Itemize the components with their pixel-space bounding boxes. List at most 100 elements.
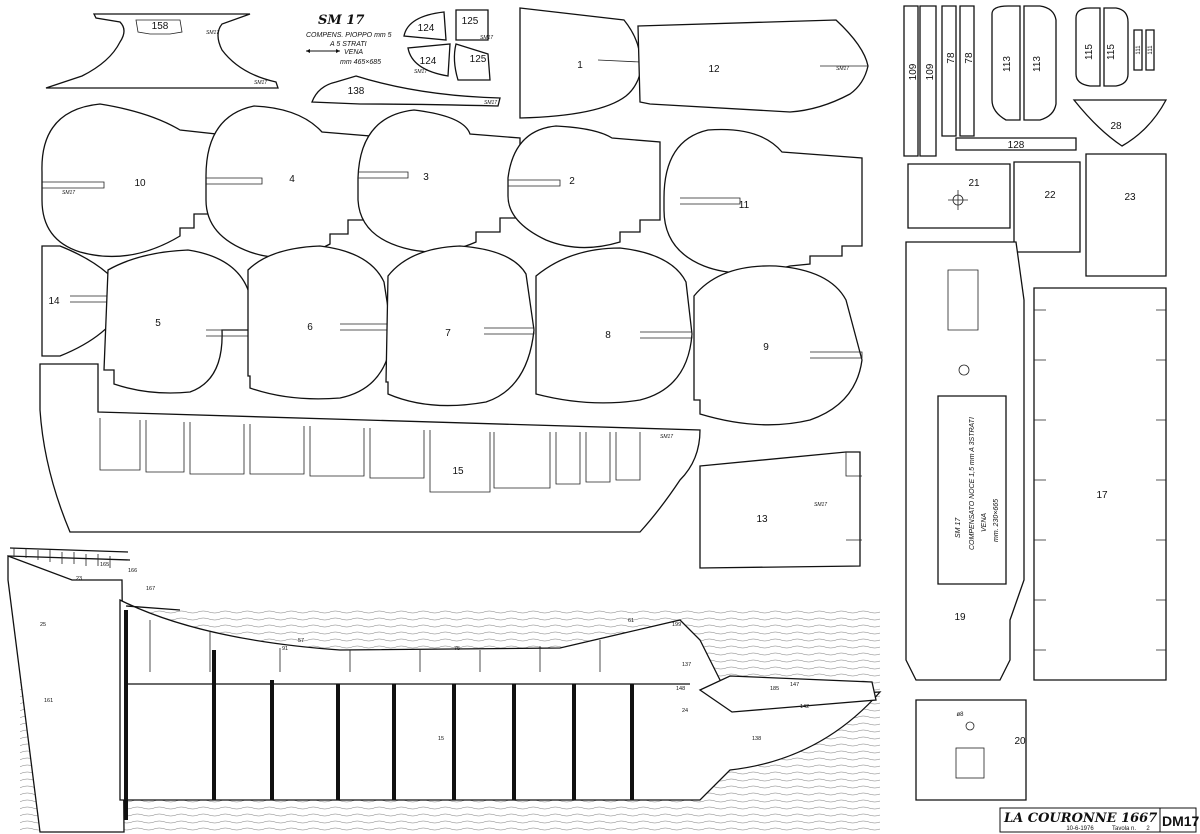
part-label-21: 21 — [968, 178, 980, 189]
part-label-1: 1 — [577, 60, 583, 71]
part-label-15: 15 — [452, 466, 464, 477]
title-table-label: Tavola n. — [1112, 826, 1136, 832]
part-138: 138 SM17 — [311, 75, 501, 107]
part-12: 12 SM17 — [637, 19, 869, 113]
stamp-15: SM17 — [660, 434, 673, 440]
part-28: 28 — [1072, 99, 1168, 147]
part-label-138: 138 — [348, 86, 365, 97]
label-138: 138 — [752, 736, 761, 742]
part-label-22: 22 — [1044, 190, 1056, 201]
header-code: SM 17 — [318, 13, 364, 28]
part-128: 128 — [955, 137, 1077, 151]
part-label-124b: 124 — [420, 56, 437, 67]
stamp-10: SM17 — [62, 190, 75, 196]
parts-111: 111 111 — [1133, 29, 1155, 71]
ship-section: 165 166 167 23 25 57 91 75 199 61 137 14… — [7, 547, 882, 834]
part-22: 22 — [1013, 161, 1081, 253]
part-label-14: 14 — [48, 296, 60, 307]
part-label-125b: 125 — [470, 54, 487, 65]
label-91: 91 — [282, 646, 288, 652]
part-2: 2 — [507, 125, 661, 249]
part-label-13: 13 — [756, 514, 768, 525]
part-1: 1 — [519, 7, 657, 119]
part-10: 10 SM17 — [41, 103, 217, 258]
label-57: 57 — [298, 638, 304, 644]
label-142: 142 — [800, 704, 809, 710]
part-label-113b: 113 — [1032, 56, 1043, 72]
part-label-111a: 111 — [1136, 45, 1142, 55]
parts-113: 113 113 — [991, 5, 1057, 121]
part-label-9: 9 — [763, 342, 769, 353]
header-size: mm 465×685 — [340, 59, 381, 66]
plywood-note: SM 17 COMPENSATO NOCE 1,5 mm A 3STRATI V… — [955, 417, 1000, 550]
part-8: 8 — [535, 247, 693, 404]
label-199: 199 — [672, 622, 681, 628]
stamp-158: SM17 — [206, 30, 219, 36]
part-label-109b: 109 — [925, 63, 936, 80]
header-material-2: A 5 STRATI — [329, 41, 367, 48]
part-label-158: 158 — [152, 21, 169, 32]
part-label-115a: 115 — [1084, 44, 1095, 60]
part-label-12: 12 — [708, 64, 720, 75]
label-167: 167 — [146, 586, 155, 592]
stamp-12: SM17 — [836, 66, 849, 72]
label-75: 75 — [454, 646, 460, 652]
parts-109-78: 109 109 78 78 — [903, 5, 975, 157]
part-3: 3 — [357, 109, 521, 253]
part-label-6: 6 — [307, 322, 313, 333]
part-label-10: 10 — [134, 178, 146, 189]
part-label-4: 4 — [289, 174, 295, 185]
part-label-8: 8 — [605, 330, 611, 341]
part-21: 21 — [907, 163, 1011, 229]
part-17: 17 — [1033, 287, 1167, 681]
plywood-code: SM 17 — [955, 517, 962, 538]
part-label-11: 11 — [739, 200, 750, 211]
stamp-158b: SM17 — [254, 80, 267, 86]
label-166: 166 — [128, 568, 137, 574]
header-grain: VENA — [344, 49, 363, 56]
part-11: 11 — [663, 128, 863, 274]
plywood-grain: VENA — [981, 513, 988, 532]
title-date: 10-6-1976 — [1066, 826, 1094, 832]
part-label-78a: 78 — [946, 52, 957, 64]
part-label-20: 20 — [1014, 736, 1026, 747]
part-label-28: 28 — [1110, 121, 1122, 132]
plywood-size: mm. 230×665 — [993, 499, 1000, 542]
label-185: 185 — [770, 686, 779, 692]
part-label-115b: 115 — [1106, 44, 1117, 60]
parts-115: 115 115 — [1075, 7, 1129, 87]
part-23: 23 — [1085, 153, 1167, 277]
part-124-125: 124 125 124 125 SM17 SM17 — [403, 9, 493, 81]
part-label-19: 19 — [954, 612, 966, 623]
part-19: 19 — [905, 241, 1025, 681]
label-147: 147 — [790, 682, 799, 688]
part-15: 15 SM17 — [39, 363, 701, 533]
part-label-111b: 111 — [1148, 45, 1154, 55]
plywood-line1: COMPENSATO NOCE 1,5 mm A 3STRATI — [969, 417, 976, 550]
part-20-hole: ø8 — [956, 712, 964, 718]
part-158: 158 SM17 SM17 — [45, 13, 279, 89]
label-161: 161 — [44, 698, 53, 704]
part-label-7: 7 — [445, 328, 451, 339]
part-6: 6 — [247, 245, 393, 400]
label-25: 25 — [40, 622, 46, 628]
label-137: 137 — [682, 662, 691, 668]
part-label-109a: 109 — [908, 63, 919, 80]
part-label-125a: 125 — [462, 16, 479, 27]
part-label-78b: 78 — [964, 52, 975, 64]
part-label-23: 23 — [1124, 192, 1136, 203]
part-5: 5 — [103, 249, 255, 394]
header-material-1: COMPENS. PIOPPO mm 5 — [306, 32, 392, 39]
title-text: LA COURONNE 1667 — [1003, 811, 1157, 826]
title-block: LA COURONNE 1667 DM17 10-6-1976 Tavola n… — [999, 807, 1200, 833]
label-23: 23 — [76, 576, 82, 582]
title-table-no: 2 — [1146, 826, 1150, 832]
part-13: 13 SM17 — [699, 451, 862, 569]
label-165: 165 — [100, 562, 109, 568]
stamp-125: SM17 — [480, 35, 493, 41]
label-15: 15 — [438, 736, 444, 742]
part-label-2: 2 — [569, 176, 575, 187]
stamp-124: SM17 — [414, 69, 427, 75]
part-9: 9 — [693, 265, 863, 426]
